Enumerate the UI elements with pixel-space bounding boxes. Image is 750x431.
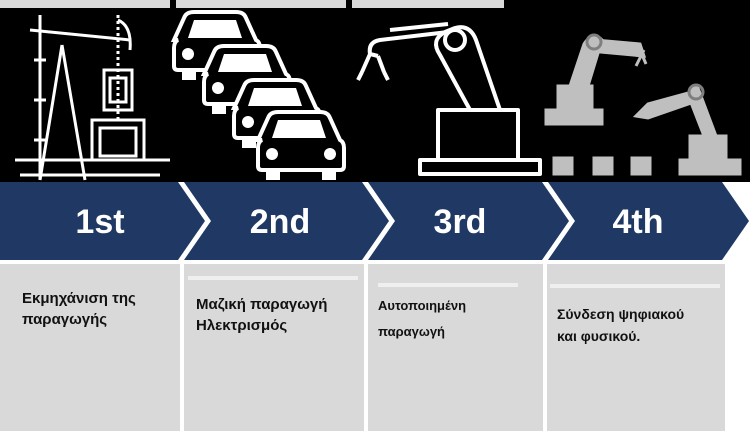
top-bar-2: [176, 0, 346, 8]
description-panel-2: [184, 264, 364, 431]
timeline-chevrons: [0, 182, 749, 260]
chevron-2: [184, 182, 389, 260]
stage-label-2: 2nd: [249, 203, 311, 241]
panel-divider-4: [550, 284, 720, 288]
chevron-3: [368, 182, 569, 260]
connected-robots-icon: [544, 33, 742, 176]
description-panel-4: [547, 264, 725, 431]
stage-description-3: Αυτοποιημένη παραγωγή: [378, 298, 467, 339]
top-bar-3: [352, 0, 504, 8]
stage-label-1: 1st: [75, 203, 125, 241]
chevron-1: [0, 182, 205, 260]
stage-label-4: 4th: [612, 203, 664, 241]
description-panel-3: [368, 264, 543, 431]
top-bar-1: [0, 0, 170, 8]
stage-description-2: Μαζική παραγωγή Ηλεκτρισμός: [196, 296, 328, 334]
panel-divider-2: [188, 276, 358, 280]
stage-description-4: Σύνδεση ψηφιακού και φυσικού.: [557, 306, 685, 344]
stage-label-3: 3rd: [433, 203, 487, 241]
cars-icon: [172, 10, 346, 182]
oil-pump-icon: [15, 15, 170, 181]
panel-divider-3: [378, 283, 518, 287]
stage-description-1: Εκμηχάνιση της παραγωγής: [22, 290, 136, 328]
chevron-4: [548, 182, 749, 260]
robot-arm-icon: [356, 22, 542, 176]
description-panel-1: [0, 264, 180, 431]
illustration-strip: [0, 0, 750, 182]
